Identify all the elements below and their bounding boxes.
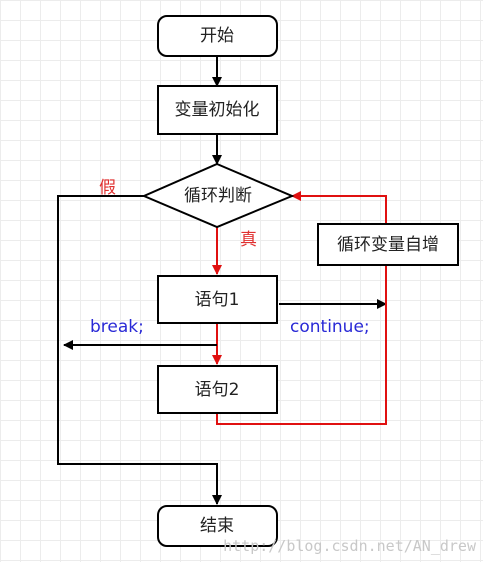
increment-node: 循环变量自增 bbox=[317, 223, 459, 266]
stmt1-label: 语句1 bbox=[195, 290, 240, 310]
false-branch-line bbox=[57, 195, 222, 505]
end-node: 结束 bbox=[157, 505, 278, 547]
stmt2-label: 语句2 bbox=[195, 380, 240, 400]
end-label: 结束 bbox=[200, 516, 234, 536]
stmt2-node: 语句2 bbox=[157, 365, 278, 414]
stmt1-node: 语句1 bbox=[157, 275, 278, 324]
increment-label: 循环变量自增 bbox=[337, 235, 439, 255]
loop-back-line bbox=[216, 191, 387, 425]
break-label: break; bbox=[90, 317, 144, 337]
watermark: http://blog.csdn.net/AN_drew bbox=[223, 537, 477, 555]
init-node: 变量初始化 bbox=[157, 85, 278, 135]
true-label: 真 bbox=[240, 230, 257, 250]
start-label: 开始 bbox=[200, 26, 234, 46]
init-label: 变量初始化 bbox=[175, 100, 260, 120]
continue-label: continue; bbox=[290, 317, 370, 337]
condition-node: 循环判断 bbox=[141, 162, 295, 229]
false-label: 假 bbox=[99, 178, 116, 198]
start-node: 开始 bbox=[157, 15, 278, 57]
condition-label: 循环判断 bbox=[184, 186, 252, 206]
